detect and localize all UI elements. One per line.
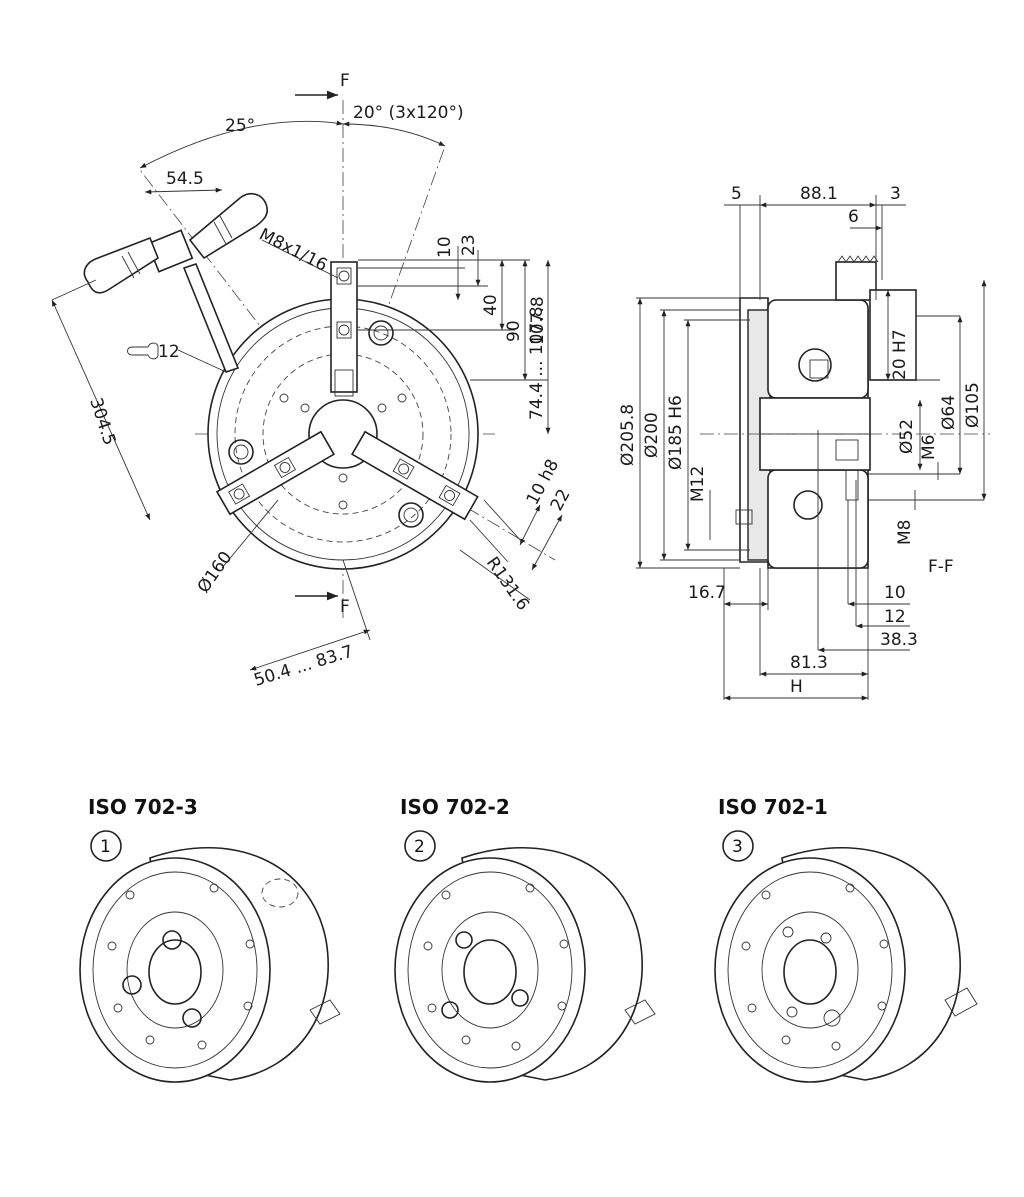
dim-107-8: 107.8 [528, 296, 548, 345]
center-bore [308, 399, 378, 469]
dim-m8: M8x1/16 [256, 225, 331, 276]
variant-number: 1 [100, 837, 111, 857]
dim-10: 10 [435, 236, 455, 258]
dim-90: 90 [504, 320, 524, 342]
section-arrow-bottom: F [295, 591, 350, 617]
dim-3: 3 [890, 184, 901, 204]
variant-title: ISO 702-1 [718, 795, 828, 819]
dim-wrench-12: 12 [158, 342, 180, 362]
variant-2: ISO 702-2 2 [394, 795, 656, 1083]
dim-12-bottom: 12 [884, 607, 906, 627]
jaw-top [330, 261, 358, 397]
dim-20deg: 20° (3x120°) [353, 103, 464, 123]
variant-number: 2 [414, 837, 425, 857]
mounting-bolt [228, 439, 254, 465]
dim-40: 40 [481, 294, 501, 316]
dim-54-5: 54.5 [166, 169, 204, 189]
dim-d52: Ø52 [897, 419, 917, 454]
dim-m8-side: M8 [895, 520, 915, 545]
dim-10-bottom: 10 [884, 583, 906, 603]
dim-d64: Ø64 [939, 395, 959, 430]
dim-d185: Ø185 H6 [666, 395, 686, 470]
dim-m12: M12 [688, 466, 708, 502]
section-label-ff: F-F [928, 557, 954, 577]
dim-h: H [790, 677, 803, 697]
dim-23: 23 [459, 234, 479, 256]
mounting-bolt [368, 320, 394, 346]
section-mark-top: F [340, 71, 350, 91]
dim-d160: Ø160 [194, 548, 237, 597]
jaw-right [350, 430, 479, 521]
dim-5: 5 [731, 184, 742, 204]
dim-38-3: 38.3 [880, 630, 918, 650]
dim-74-4: 74.4 ... 107.8 [527, 306, 547, 420]
dim-m6: M6 [919, 435, 939, 460]
dim-304-5: 304.5 [85, 395, 119, 447]
chuck-key [83, 192, 269, 373]
variant-title: ISO 702-3 [88, 795, 198, 819]
front-view: F F 25° 20° (3x120°) 54.5 M8x1/16 12 304… [51, 71, 575, 691]
variant-number: 3 [732, 837, 743, 857]
jaw-left [215, 430, 336, 516]
dim-d105: Ø105 [963, 382, 983, 428]
section-arrow-top: F [295, 71, 350, 100]
dim-88-1: 88.1 [800, 184, 838, 204]
dim-6: 6 [848, 207, 859, 227]
dim-22: 22 [547, 486, 575, 514]
variant-title: ISO 702-2 [400, 795, 510, 819]
dim-20h7: 20 H7 [890, 329, 910, 380]
section-mark-bottom: F [340, 597, 350, 617]
side-section-view: 5 88.1 3 6 Ø205.8 Ø200 Ø185 H6 M12 20 H7… [618, 184, 990, 701]
dim-d205-8: Ø205.8 [618, 404, 638, 466]
dim-16-7: 16.7 [688, 583, 726, 603]
mounting-bolt [398, 502, 424, 528]
dim-25deg: 25° [225, 116, 255, 136]
variant-1: ISO 702-3 1 [79, 795, 341, 1083]
dim-81-3: 81.3 [790, 653, 828, 673]
variant-3: ISO 702-1 3 [714, 795, 978, 1083]
dim-50-4: 50.4 ... 83.7 [252, 642, 356, 691]
dim-r131-6: R131.6 [482, 553, 533, 614]
dim-d200: Ø200 [642, 412, 662, 458]
